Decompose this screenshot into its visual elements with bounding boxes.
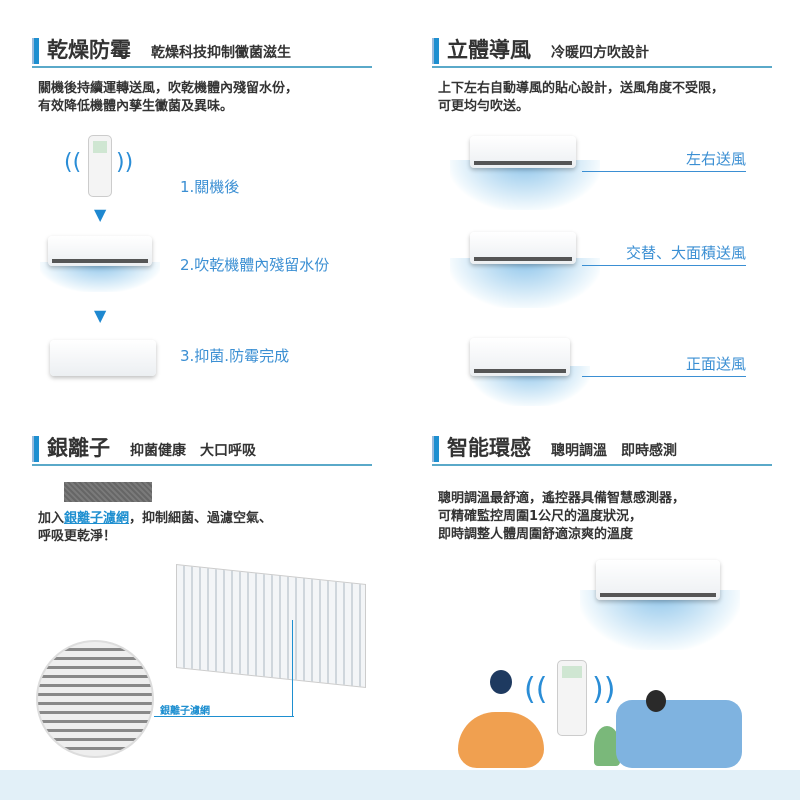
signal-waves-icon: (( — [524, 672, 548, 707]
airflow-header: 立體導風 冷暖四方吹設計 — [432, 36, 772, 68]
silver-description: 加入銀離子濾網，抑制細菌、過濾空氣、 呼吸更乾淨！ — [38, 510, 272, 546]
mode-left-right: 左右送風 — [582, 148, 746, 172]
sofa-image — [616, 700, 742, 768]
airflow-subtitle: 冷暖四方吹設計 — [551, 45, 649, 61]
dry-subtitle: 乾燥科技抑制黴菌滋生 — [151, 45, 291, 61]
silver-subtitle: 抑菌健康 大口呼吸 — [130, 443, 256, 459]
header-accent-bar — [32, 436, 39, 462]
silver-title: 銀離子 — [47, 436, 110, 460]
signal-waves-icon: )) — [116, 150, 134, 175]
dry-description: 關機後持續運轉送風，吹乾機體內殘留水份， 有效降低機體內孳生黴菌及異味。 — [38, 80, 298, 116]
header-accent-bar — [32, 38, 39, 64]
ac-unit-image — [596, 560, 720, 600]
ac-unit-image — [50, 340, 156, 376]
desc-text: ，抑制細菌、過濾空氣、 — [129, 511, 273, 526]
desc-line: 上下左右自動導風的貼心設計，送風角度不受限， — [438, 81, 725, 96]
silver-filter-highlight: 銀離子濾網 — [64, 511, 130, 526]
desc-line: 可精確監控周圍1公尺的溫度狀況， — [438, 509, 643, 524]
arrow-down-icon: ▼ — [94, 306, 107, 325]
remote-control-icon — [557, 660, 587, 736]
ac-unit-image — [470, 338, 570, 376]
remote-control-icon — [88, 135, 112, 197]
desc-line: 可更均勻吹送。 — [438, 99, 530, 114]
smart-subtitle: 聰明調溫 即時感測 — [551, 443, 677, 459]
ac-unit-image — [470, 232, 576, 264]
dry-title: 乾燥防霉 — [47, 38, 131, 62]
ac-unit-image — [48, 236, 152, 266]
airflow-graphic — [450, 258, 600, 308]
desc-line: 關機後持續運轉送風，吹乾機體內殘留水份， — [38, 81, 299, 96]
airflow-description: 上下左右自動導風的貼心設計，送風角度不受限， 可更均勻吹送。 — [438, 80, 724, 116]
callout-label: 銀離子濾網 — [160, 706, 210, 717]
filter-closeup-image — [36, 640, 154, 758]
header-accent-bar — [432, 38, 439, 64]
beanbag-chair-image — [458, 712, 544, 768]
airflow-graphic — [580, 590, 740, 650]
smart-title: 智能環感 — [447, 436, 531, 460]
smart-header: 智能環感 聰明調溫 即時感測 — [432, 434, 772, 466]
airflow-graphic — [40, 262, 160, 292]
desc-line: 即時調整人體周圍舒適涼爽的溫度 — [438, 527, 634, 542]
signal-waves-icon: )) — [592, 672, 616, 707]
floor-background — [0, 770, 800, 800]
desc-text: 加入 — [38, 511, 65, 526]
header-accent-bar — [432, 436, 439, 462]
silver-header: 銀離子 抑菌健康 大口呼吸 — [32, 434, 372, 466]
person-sitting-image — [646, 690, 666, 712]
smart-description: 聰明調溫最舒適，遙控器具備智慧感測器， 可精確監控周圍1公尺的溫度狀況， 即時調… — [438, 490, 685, 544]
ac-open-filter-image — [176, 564, 366, 688]
silver-filter-image — [64, 482, 152, 502]
airflow-title: 立體導風 — [447, 38, 531, 62]
step-2: 2.吹乾機體內殘留水份 — [180, 256, 330, 274]
desc-line: 聰明調溫最舒適，遙控器具備智慧感測器， — [438, 491, 686, 506]
desc-line: 呼吸更乾淨！ — [38, 529, 117, 544]
ac-unit-image — [470, 136, 576, 168]
plant-image — [594, 726, 620, 766]
mode-front: 正面送風 — [582, 353, 746, 377]
dry-header: 乾燥防霉 乾燥科技抑制黴菌滋生 — [32, 36, 372, 68]
callout-line — [292, 620, 293, 717]
desc-line: 有效降低機體內孳生黴菌及異味。 — [38, 99, 234, 114]
step-1: 1.關機後 — [180, 178, 240, 196]
arrow-down-icon: ▼ — [94, 205, 107, 224]
person-reading-image — [490, 670, 512, 694]
mode-alternating: 交替、大面積送風 — [582, 242, 746, 266]
airflow-graphic — [450, 160, 600, 210]
signal-waves-icon: (( — [64, 150, 82, 175]
step-3: 3.抑菌.防霉完成 — [180, 347, 290, 365]
callout-line — [154, 716, 294, 717]
